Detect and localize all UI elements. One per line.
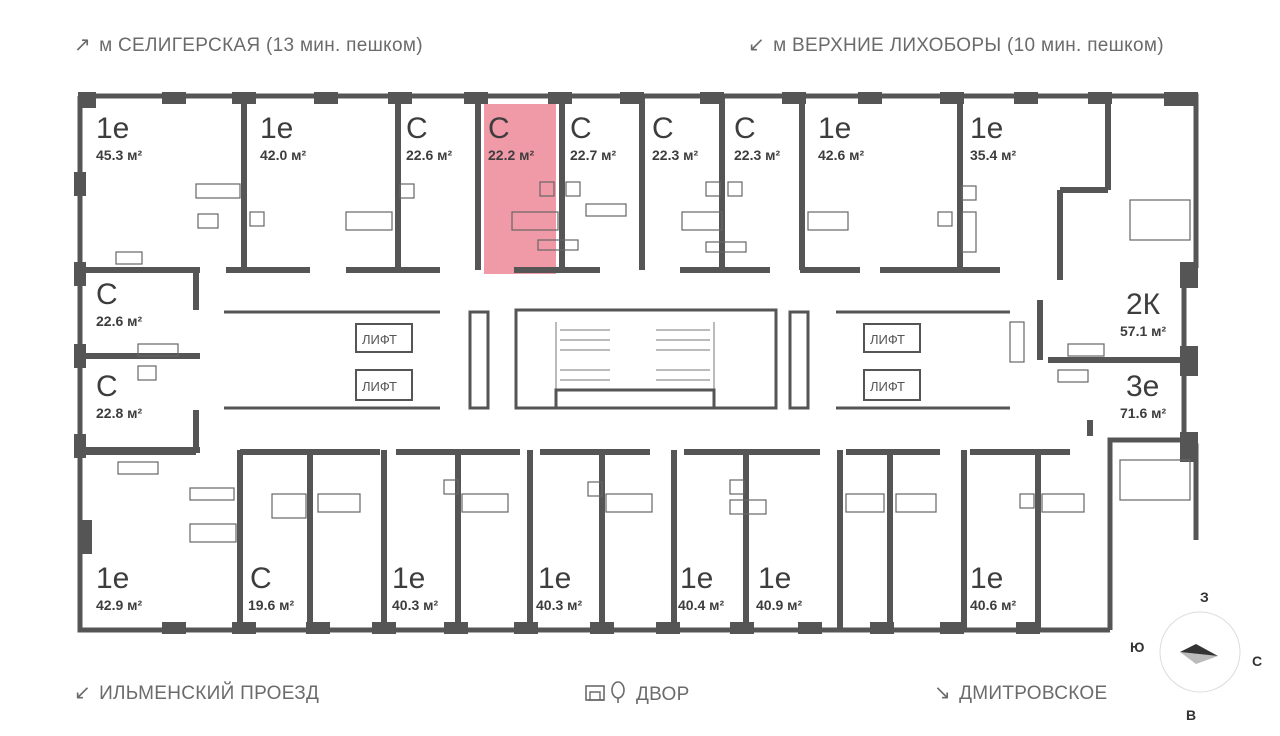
unit-area: 42.0 м²: [260, 147, 306, 163]
unit-area: 19.6 м²: [248, 597, 294, 613]
direction-text: м ВЕРХНИЕ ЛИХОБОРЫ (10 мин. пешком): [773, 35, 1164, 56]
corridor-walls: [224, 308, 1010, 410]
unit-area: 40.4 м²: [678, 597, 724, 613]
unit-area: 22.8 м²: [96, 405, 142, 421]
outer-walls: [77, 93, 1199, 633]
arrow-northeast-icon: ↗: [74, 34, 92, 56]
unit-type: 3е: [1126, 370, 1159, 403]
unit-area: 22.3 м²: [734, 147, 780, 163]
staircase: [554, 322, 716, 410]
arrow-southwest-icon: ↙: [748, 34, 766, 56]
unit-area: 40.6 м²: [970, 597, 1016, 613]
unit-labels: 1е 45.3 м² 1е 42.0 м² С 22.6 м² С 22.2 м…: [96, 112, 1166, 613]
partition-walls: [80, 96, 1190, 453]
unit-area: 45.3 м²: [96, 147, 142, 163]
unit-area: 40.3 м²: [392, 597, 438, 613]
compass-north: З: [1200, 589, 1209, 605]
direction-top-right: ↙ м ВЕРХНИЕ ЛИХОБОРЫ (10 мин. пешком): [748, 32, 1164, 57]
direction-bottom-right: ↘ ДМИТРОВСКОЕ: [934, 680, 1107, 705]
lift-label: ЛИФТ: [362, 332, 397, 347]
unit-type: С: [96, 278, 118, 311]
unit-area: 22.7 м²: [570, 147, 616, 163]
unit-type: 1е: [392, 562, 425, 595]
compass-west: Ю: [1130, 639, 1144, 655]
unit-area: 35.4 м²: [970, 147, 1016, 163]
courtyard-icon: [584, 680, 628, 710]
unit-type: 1е: [538, 562, 571, 595]
compass-east: С: [1252, 653, 1262, 669]
unit-area: 71.6 м²: [1120, 405, 1166, 421]
unit-area: 22.6 м²: [96, 313, 142, 329]
unit-area: 22.2 м²: [488, 147, 534, 163]
unit-type: С: [734, 112, 756, 145]
direction-text: ДВОР: [636, 684, 690, 706]
unit-area: 22.6 м²: [406, 147, 452, 163]
arrow-southwest-icon: ↙: [74, 682, 92, 704]
lift-label: ЛИФТ: [870, 332, 905, 347]
unit-area: 22.3 м²: [652, 147, 698, 163]
unit-type: 1е: [758, 562, 791, 595]
unit-area: 42.9 м²: [96, 597, 142, 613]
unit-type: С: [406, 112, 428, 145]
compass-south: В: [1186, 707, 1196, 723]
direction-text: ДМИТРОВСКОЕ: [959, 683, 1108, 704]
lift-label: ЛИФТ: [362, 379, 397, 394]
direction-bottom-center: ДВОР: [584, 680, 690, 710]
unit-type: 1е: [970, 112, 1003, 145]
arrow-southeast-icon: ↘: [934, 682, 952, 704]
direction-text: м СЕЛИГЕРСКАЯ (13 мин. пешком): [99, 35, 423, 56]
lift-label: ЛИФТ: [870, 379, 905, 394]
fixtures: [115, 181, 1191, 543]
unit-highlight: [484, 104, 556, 274]
unit-type: С: [250, 562, 272, 595]
compass-needle-icon: [1180, 644, 1218, 656]
unit-type: С: [570, 112, 592, 145]
unit-type: 1е: [680, 562, 713, 595]
unit-type: С: [652, 112, 674, 145]
unit-type: 1е: [970, 562, 1003, 595]
unit-type: 1е: [96, 562, 129, 595]
unit-type: 1е: [818, 112, 851, 145]
unit-area: 40.3 м²: [536, 597, 582, 613]
unit-type: 2К: [1126, 288, 1161, 321]
direction-bottom-left: ↙ ИЛЬМЕНСКИЙ ПРОЕЗД: [74, 680, 319, 705]
unit-area: 40.9 м²: [756, 597, 802, 613]
unit-type: 1е: [260, 112, 293, 145]
direction-text: ИЛЬМЕНСКИЙ ПРОЕЗД: [99, 683, 320, 704]
unit-type: С: [488, 112, 510, 145]
direction-top-left: ↗ м СЕЛИГЕРСКАЯ (13 мин. пешком): [74, 32, 423, 57]
lifts: ЛИФТ ЛИФТ ЛИФТ ЛИФТ: [355, 323, 921, 401]
unit-type: 1е: [96, 112, 129, 145]
unit-area: 42.6 м²: [818, 147, 864, 163]
unit-area: 57.1 м²: [1120, 323, 1166, 339]
unit-type: С: [96, 370, 118, 403]
compass: З В Ю С: [1130, 589, 1262, 723]
